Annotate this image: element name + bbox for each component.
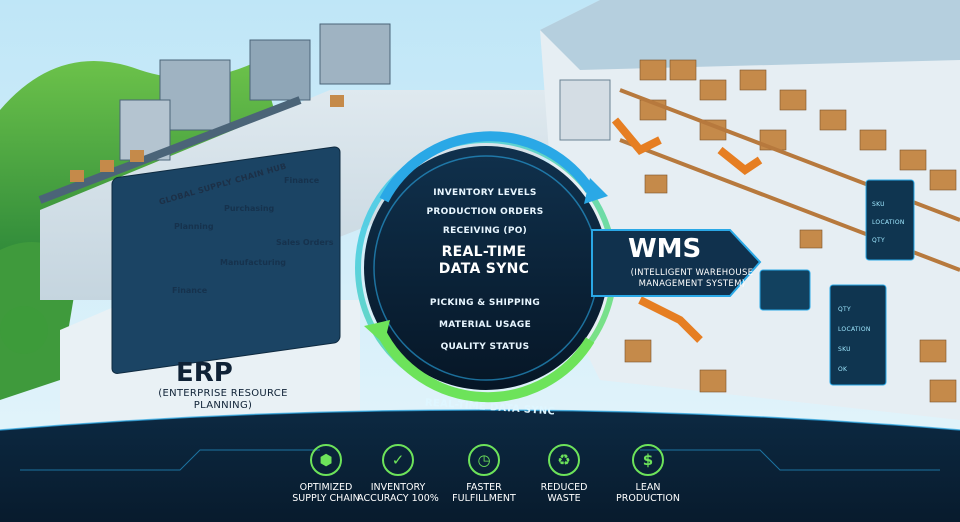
benefit-label: Lean Production — [588, 482, 708, 504]
flow-inventory-levels: Inventory Levels — [433, 188, 537, 198]
benefit-line-2: Accuracy 100% — [357, 493, 439, 504]
panel-finance-top: Finance — [284, 176, 320, 185]
screen-b-location: Location — [838, 326, 871, 333]
flow-production-orders: Production Orders — [426, 207, 544, 217]
flow-picking-shipping: Picking & Shipping — [429, 298, 541, 308]
benefit-line-1: Reduced — [540, 482, 588, 493]
benefit-label: Reduced Waste — [504, 482, 624, 504]
wms-subtitle-line-2: Management System) — [638, 279, 746, 289]
benefit-line-2: Supply Chain — [292, 493, 360, 504]
lean-factory-icon: $ — [632, 444, 664, 476]
cubes-network-icon: ⬢ — [310, 444, 342, 476]
sync-center-line-1: Real-Time — [441, 244, 527, 260]
benefit-label: Faster Fulfillment — [424, 482, 544, 504]
benefit-line-2: Fulfillment — [452, 493, 516, 504]
benefit-line-2: Production — [616, 493, 680, 504]
flow-material-usage: Material Usage — [438, 320, 532, 330]
benefit-reduced-waste: ♻ Reduced Waste — [504, 444, 624, 504]
sync-center-label: Real-Time Data Sync — [418, 244, 550, 278]
erp-subtitle-line-1: (Enterprise Resource — [158, 388, 288, 399]
flow-quality-status: Quality Status — [440, 342, 530, 352]
erp-dashboard-screen — [111, 146, 341, 374]
bottom-sync-arrow — [375, 327, 595, 403]
benefit-line-1: Optimized — [299, 482, 353, 493]
screen-b-qty: Qty — [838, 306, 851, 313]
wms-title: WMS — [628, 234, 702, 264]
screen-a-sku: Sku — [872, 201, 885, 208]
benefit-line-1: Inventory — [370, 482, 426, 493]
benefit-line-1: Faster — [466, 482, 502, 493]
screen-a-location: Location — [872, 219, 905, 226]
benefit-line-2: Waste — [547, 493, 581, 504]
recycle-bin-icon: ♻ — [548, 444, 580, 476]
wms-subtitle-line-1: (Intelligent Warehouse — [630, 268, 754, 278]
warehouse-screen-b — [829, 284, 887, 386]
sync-hub-disc — [364, 146, 608, 390]
benefit-optimized-supply-chain: ⬢ Optimized Supply Chain — [266, 444, 386, 504]
screen-a-qty: Qty — [872, 237, 885, 244]
warehouse-screen-a — [865, 179, 915, 261]
benefit-label: Inventory Accuracy 100% — [338, 482, 458, 504]
flow-receiving-po: Receiving (PO) — [442, 226, 528, 236]
screen-b-ok: Ok — [838, 366, 848, 373]
erp-title: ERP — [176, 358, 233, 388]
benefit-line-1: Lean — [635, 482, 661, 493]
wms-subtitle: (Intelligent Warehouse Management System… — [612, 268, 772, 290]
wms-arrow-banner — [591, 229, 762, 297]
erp-subtitle: (Enterprise Resource Planning) — [148, 388, 298, 412]
benefit-faster-fulfillment: ◷ Faster Fulfillment — [424, 444, 544, 504]
panel-finance-bottom: Finance — [172, 286, 208, 295]
erp-subtitle-line-2: Planning) — [193, 400, 253, 411]
panel-sales-orders: Sales Orders — [276, 238, 334, 247]
panel-planning: Planning — [174, 222, 214, 231]
top-sync-arrow — [379, 131, 595, 203]
benefit-lean-production: $ Lean Production — [588, 444, 708, 504]
box-check-icon: ✓ — [382, 444, 414, 476]
benefit-label: Optimized Supply Chain — [266, 482, 386, 504]
screen-b-sku: Sku — [838, 346, 851, 353]
warehouse-screen-a-labels: Sku Location Qty — [872, 196, 905, 250]
panel-purchasing: Purchasing — [224, 204, 275, 213]
stopwatch-icon: ◷ — [468, 444, 500, 476]
panel-manufacturing: Manufacturing — [220, 258, 286, 267]
benefit-inventory-accuracy: ✓ Inventory Accuracy 100% — [338, 444, 458, 504]
warehouse-screen-b-labels: Qty Location Sku Ok — [838, 300, 871, 380]
sync-center-line-2: Data Sync — [438, 261, 530, 277]
